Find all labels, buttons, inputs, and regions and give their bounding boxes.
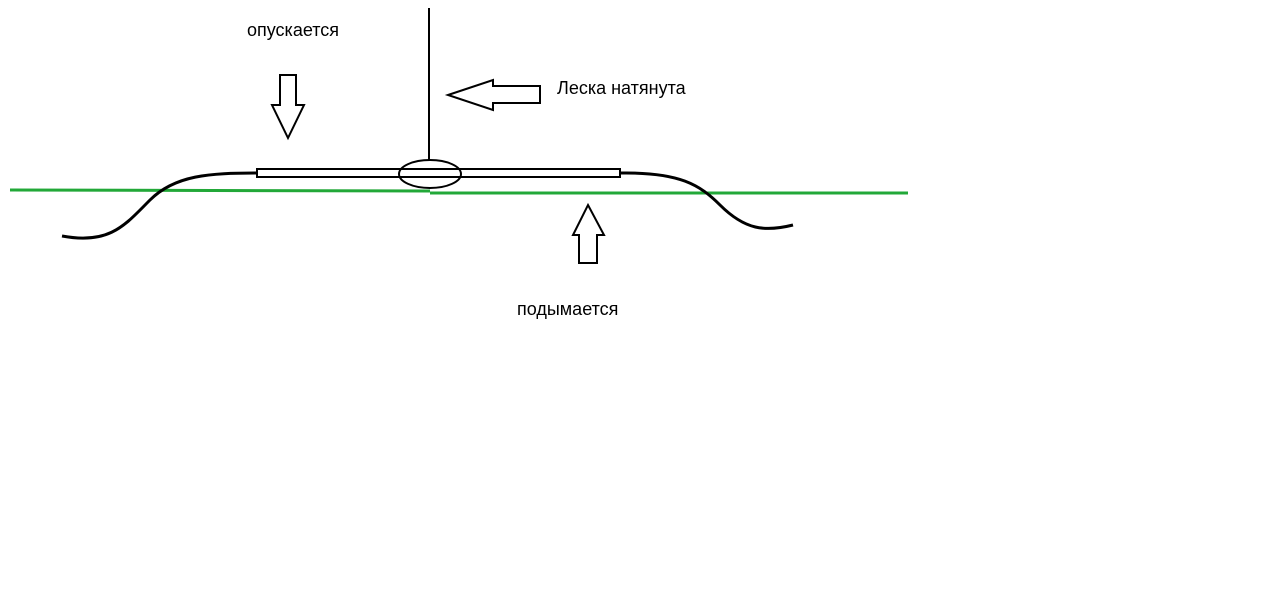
- up-arrow-icon: [571, 202, 606, 264]
- green-water-line: [9, 188, 908, 195]
- left-arrow-icon: [444, 78, 541, 112]
- down-arrow-icon: [270, 74, 306, 141]
- left-wave-curve: [61, 171, 258, 240]
- label-rises: подымается: [517, 299, 619, 319]
- label-lowers: опускается: [247, 20, 340, 40]
- balancer-eyelet: [398, 159, 462, 189]
- right-wave-curve: [619, 171, 794, 230]
- balancer-bar: [256, 168, 621, 178]
- label-line-taut: Леска натянута: [557, 78, 686, 98]
